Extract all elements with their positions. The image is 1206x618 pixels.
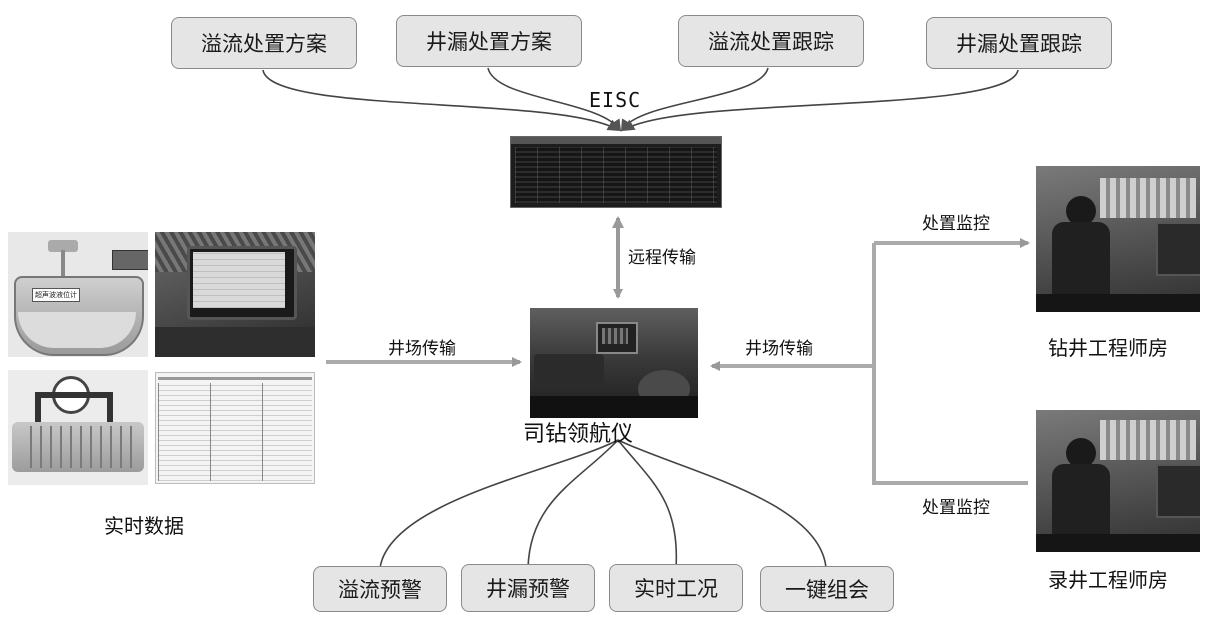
tracking-box-overflow: 溢流处置跟踪 — [678, 15, 864, 67]
plan-label: 溢流处置跟踪 — [708, 26, 834, 56]
function-box-leak-warning: 井漏预警 — [461, 564, 595, 612]
room-bottom-label: 录井工程师房 — [1048, 564, 1168, 593]
data-table-image — [155, 372, 315, 484]
function-label: 实时工况 — [634, 573, 718, 603]
logging-engineer-room-photo — [1036, 410, 1200, 552]
tank-level-image: 超声波液位计 — [8, 232, 148, 357]
plan-box-leak: 井漏处置方案 — [396, 15, 582, 67]
tank-gauge-label: 超声波液位计 — [32, 288, 80, 302]
curve-plan-1 — [263, 70, 618, 130]
function-label: 溢流预警 — [338, 574, 422, 604]
tracking-box-leak: 井漏处置跟踪 — [926, 17, 1112, 69]
curve-plan-3 — [622, 68, 768, 130]
monitor-top-label: 处置监控 — [922, 209, 990, 234]
plan-label: 溢流处置方案 — [201, 28, 327, 58]
rig-display-photo — [155, 232, 315, 357]
function-label: 井漏预警 — [486, 573, 570, 603]
function-label: 一键组会 — [785, 574, 869, 604]
eisc-screen-image — [510, 136, 722, 208]
curve-func-1 — [380, 440, 618, 568]
left-link-label: 井场传输 — [388, 334, 456, 359]
right-link-label: 井场传输 — [745, 334, 813, 359]
curve-plan-4 — [624, 70, 1018, 130]
plan-label: 井漏处置跟踪 — [956, 28, 1082, 58]
function-box-realtime-status: 实时工况 — [609, 564, 743, 612]
right-bracket — [874, 243, 1028, 483]
left-block-label: 实时数据 — [104, 510, 184, 539]
room-top-label: 钻井工程师房 — [1048, 332, 1168, 361]
driller-navigator-image — [530, 308, 698, 418]
function-box-overflow-warning: 溢流预警 — [313, 566, 447, 612]
monitor-bottom-label: 处置监控 — [922, 493, 990, 518]
center-label: 司钻领航仪 — [523, 416, 633, 448]
plan-label: 井漏处置方案 — [426, 26, 552, 56]
flow-meter-image — [8, 370, 148, 485]
function-box-one-click-meeting: 一键组会 — [760, 566, 894, 612]
curve-func-2 — [528, 440, 618, 568]
drilling-engineer-room-photo — [1036, 166, 1200, 312]
remote-link-label: 远程传输 — [628, 243, 696, 268]
plan-box-overflow: 溢流处置方案 — [171, 17, 357, 69]
curve-func-4 — [618, 440, 826, 568]
eisc-label: EISC — [589, 88, 641, 112]
